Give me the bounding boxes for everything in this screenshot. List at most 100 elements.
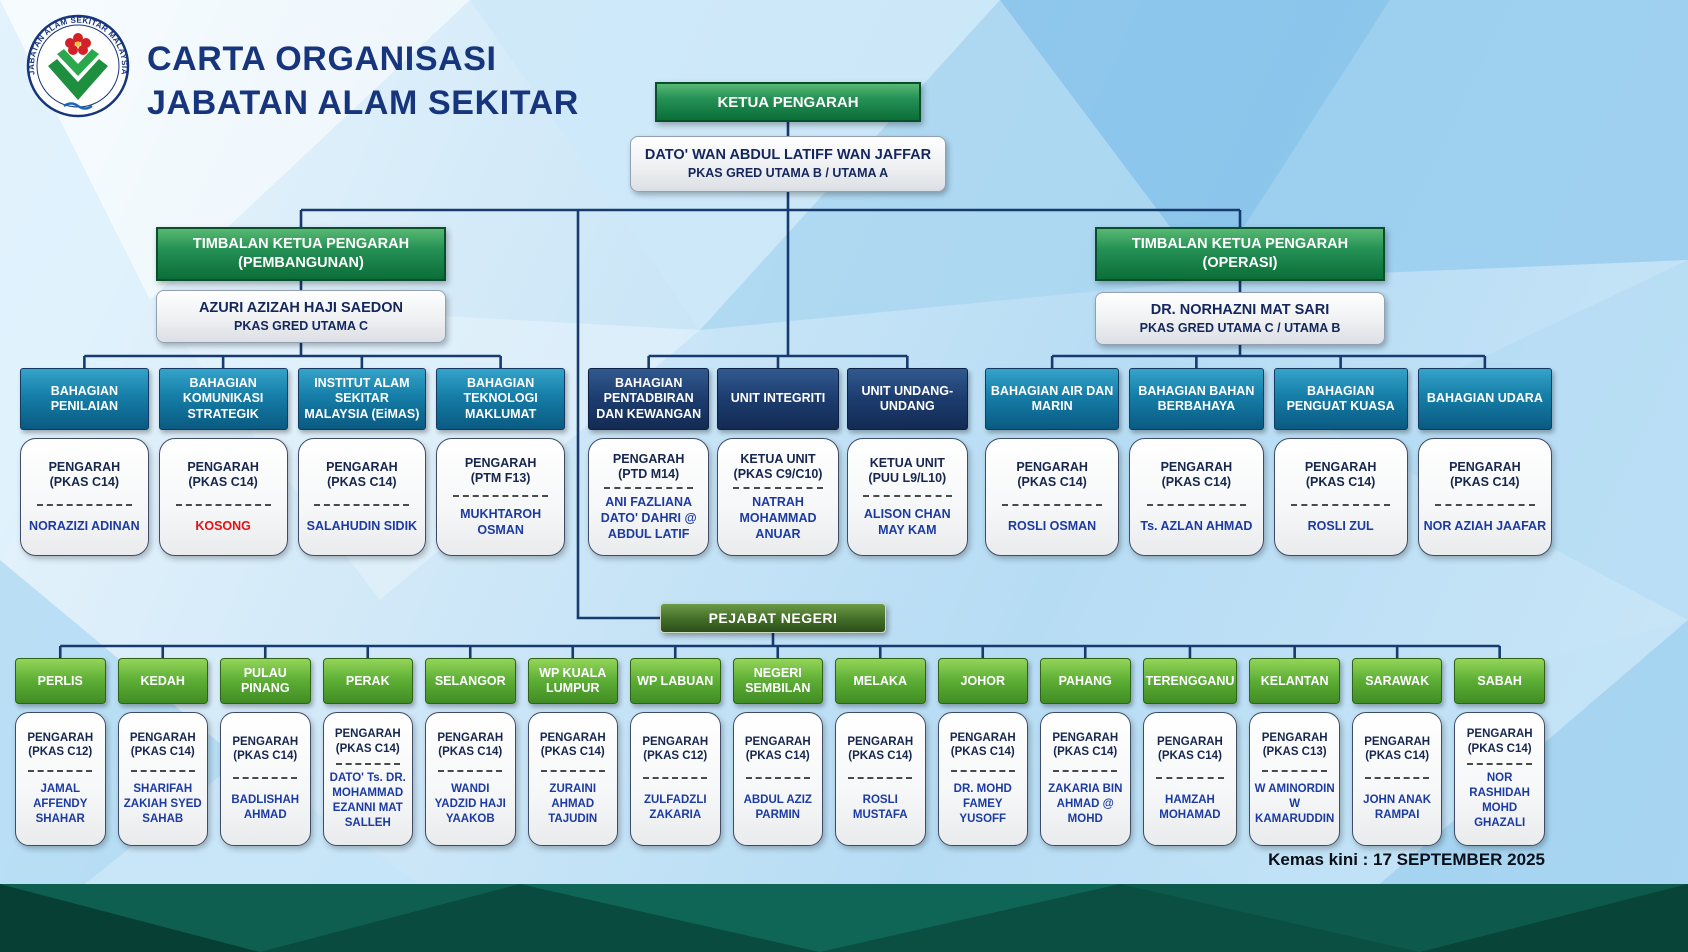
state-column: PERAK PENGARAH (PKAS C14) DATO' Ts. DR. … <box>322 658 413 846</box>
timbalan-operasi-name-box: DR. NORHAZNI MAT SARI PKAS GRED UTAMA C … <box>1095 292 1385 345</box>
post-title: KETUA UNIT <box>869 455 945 470</box>
post-title: PENGARAH <box>1449 459 1521 474</box>
timbalan-pembangunan-grade: PKAS GRED UTAMA C <box>233 318 369 333</box>
separator <box>175 503 271 506</box>
separator <box>1435 503 1535 506</box>
post-title: PENGARAH <box>129 732 196 745</box>
officer-name: NORAZIZI ADINAN <box>29 519 140 534</box>
post-grade: (PKAS C14) <box>1365 750 1430 763</box>
separator <box>733 487 823 490</box>
separator <box>540 769 605 772</box>
state-column: MELAKA PENGARAH (PKAS C14) ROSLI MUSTAFA <box>835 658 926 846</box>
division-column: BAHAGIAN AIR DAN MARIN PENGARAH (PKAS C1… <box>985 368 1120 556</box>
division-title: BAHAGIAN PENTADBIRAN DAN KEWANGAN <box>596 376 702 421</box>
post-title: PENGARAH <box>539 732 606 745</box>
post-grade: (PKAS C14) <box>188 475 258 490</box>
last-updated-label: Kemas kini : 17 SEPTEMBER 2025 <box>1268 850 1545 869</box>
post-grade: (PKAS C14) <box>1158 750 1222 763</box>
ketua-pengarah-post-title: KETUA PENGARAH <box>717 93 859 111</box>
division-header: INSTITUT ALAM SEKITAR MALAYSIA (EiMAS) <box>297 368 427 430</box>
state-column: PULAU PINANG PENGARAH (PKAS C14) BADLISH… <box>220 658 311 846</box>
separator <box>438 769 503 772</box>
officer-name: HAMZAH MOHAMAD <box>1159 794 1221 822</box>
division-column: BAHAGIAN PENILAIAN PENGARAH (PKAS C14) N… <box>20 368 149 556</box>
post-title: PENGARAH <box>1364 735 1431 748</box>
officer-name: NOR RASHIDAH MOHD GHAZALI <box>1469 771 1530 829</box>
state-card: PENGARAH (PKAS C12) ZULFADZLI ZAKARIA <box>630 712 721 846</box>
division-title: BAHAGIAN KOMUNIKASI STRATEGIK <box>182 376 264 421</box>
state-name: WP LABUAN <box>637 673 714 688</box>
separator <box>848 777 913 780</box>
timbalan-pembangunan-post-box: TIMBALAN KETUA PENGARAH (PEMBANGUNAN) <box>156 227 446 281</box>
officer-name: SALAHUDIN SIDIK <box>306 519 418 534</box>
state-column: KEDAH PENGARAH (PKAS C14) SHARIFAH ZAKIA… <box>117 658 208 846</box>
division-column: BAHAGIAN KOMUNIKASI STRATEGIK PENGARAH (… <box>158 368 288 556</box>
state-column: KELANTAN PENGARAH (PKAS C13) W AMINORDIN… <box>1249 658 1340 846</box>
state-header: SARAWAK <box>1351 658 1443 704</box>
state-header: PERLIS <box>15 658 106 704</box>
officer-name: ZAKARIA BIN AHMAD @ MOHD <box>1048 783 1123 825</box>
state-card: PENGARAH (PKAS C14) JOHN ANAK RAMPAI <box>1351 712 1443 846</box>
state-column: TERENGGANU PENGARAH (PKAS C14) HAMZAH MO… <box>1142 658 1238 846</box>
officer-name: ZULFADZLI ZAKARIA <box>643 794 707 822</box>
divisions-group-hq-units: BAHAGIAN PENTADBIRAN DAN KEWANGAN PENGAR… <box>588 368 968 556</box>
post-title: PENGARAH <box>326 459 398 474</box>
state-name: PULAU PINANG <box>240 666 290 695</box>
page-title-line2: JABATAN ALAM SEKITAR <box>147 83 579 122</box>
timbalan-pembangunan-name-box: AZURI AZIZAH HAJI SAEDON PKAS GRED UTAMA… <box>156 290 446 343</box>
state-card: PENGARAH (PKAS C14) NOR RASHIDAH MOHD GH… <box>1454 712 1545 846</box>
division-card: PENGARAH (PKAS C14) NOR AZIAH JAAFAR <box>1417 438 1552 556</box>
officer-name: JAMAL AFFENDY SHAHAR <box>33 783 88 825</box>
state-card: PENGARAH (PKAS C14) ROSLI MUSTAFA <box>835 712 926 846</box>
division-title: UNIT UNDANG-UNDANG <box>861 383 954 413</box>
division-header: BAHAGIAN PENGUAT KUASA <box>1273 368 1408 430</box>
post-grade: (PUU L9/L10) <box>868 471 947 486</box>
pejabat-negeri-box: PEJABAT NEGERI <box>660 603 886 633</box>
state-header: WP LABUAN <box>630 658 721 704</box>
officer-name: JOHN ANAK RAMPAI <box>1363 794 1432 822</box>
division-title: BAHAGIAN PENGUAT KUASA <box>1286 383 1395 413</box>
division-column: BAHAGIAN TEKNOLOGI MAKLUMAT PENGARAH (PT… <box>436 368 565 556</box>
separator <box>1155 777 1224 780</box>
bottom-band <box>0 884 1688 952</box>
officer-name: ABDUL AZIZ PARMIN <box>743 794 812 822</box>
officer-name: NOR AZIAH JAAFAR <box>1423 519 1547 534</box>
separator <box>1262 769 1327 772</box>
state-card: PENGARAH (PKAS C14) ZURAINI AHMAD TAJUDI… <box>527 712 618 846</box>
state-header: WP KUALA LUMPUR <box>527 658 618 704</box>
separator <box>1053 769 1118 772</box>
post-grade: (PKAS C9/C10) <box>733 467 823 482</box>
separator <box>453 495 549 498</box>
post-grade: (PKAS C14) <box>1161 475 1232 490</box>
state-card: PENGARAH (PKAS C14) ZAKARIA BIN AHMAD @ … <box>1040 712 1131 846</box>
state-column: PERLIS PENGARAH (PKAS C12) JAMAL AFFENDY… <box>15 658 106 846</box>
division-column: BAHAGIAN PENTADBIRAN DAN KEWANGAN PENGAR… <box>588 368 710 556</box>
division-card: PENGARAH (PTD M14) ANI FAZLIANA DATO' DA… <box>588 438 710 556</box>
state-name: SARAWAK <box>1365 673 1430 688</box>
division-card: PENGARAH (PKAS C14) SALAHUDIN SIDIK <box>297 438 427 556</box>
division-card: PENGARAH (PKAS C14) ROSLI ZUL <box>1273 438 1408 556</box>
officer-name: ROSLI MUSTAFA <box>852 794 908 822</box>
post-title: PENGARAH <box>1304 459 1377 474</box>
timbalan-operasi-grade: PKAS GRED UTAMA C / UTAMA B <box>1139 320 1341 335</box>
division-header: BAHAGIAN KOMUNIKASI STRATEGIK <box>158 368 288 430</box>
jas-logo: JABATAN ALAM SEKITAR MALAYSIA <box>26 14 130 118</box>
division-card: PENGARAH (PTM F13) MUKHTAROH OSMAN <box>436 438 565 556</box>
separator <box>1364 777 1430 780</box>
post-title: PENGARAH <box>1052 732 1119 745</box>
separator <box>130 769 195 772</box>
division-header: BAHAGIAN AIR DAN MARIN <box>985 368 1120 430</box>
timbalan-operasi-name: DR. NORHAZNI MAT SARI <box>1150 301 1330 318</box>
post-grade: (PKAS C14) <box>335 742 400 755</box>
state-name: SELANGOR <box>434 673 506 688</box>
officer-name: BADLISHAH AHMAD <box>231 794 300 822</box>
state-header: SELANGOR <box>425 658 516 704</box>
post-grade: (PTM F13) <box>470 471 531 486</box>
officer-name: ANI FAZLIANA DATO' DAHRI @ ABDUL LATIF <box>600 494 697 542</box>
post-grade: (PKAS C14) <box>233 750 298 763</box>
state-column: WP KUALA LUMPUR PENGARAH (PKAS C14) ZURA… <box>527 658 618 846</box>
division-title: BAHAGIAN AIR DAN MARIN <box>990 383 1114 413</box>
division-title: INSTITUT ALAM SEKITAR MALAYSIA (EiMAS) <box>304 376 420 421</box>
division-column: INSTITUT ALAM SEKITAR MALAYSIA (EiMAS) P… <box>297 368 427 556</box>
post-grade: (PKAS C14) <box>130 746 195 759</box>
